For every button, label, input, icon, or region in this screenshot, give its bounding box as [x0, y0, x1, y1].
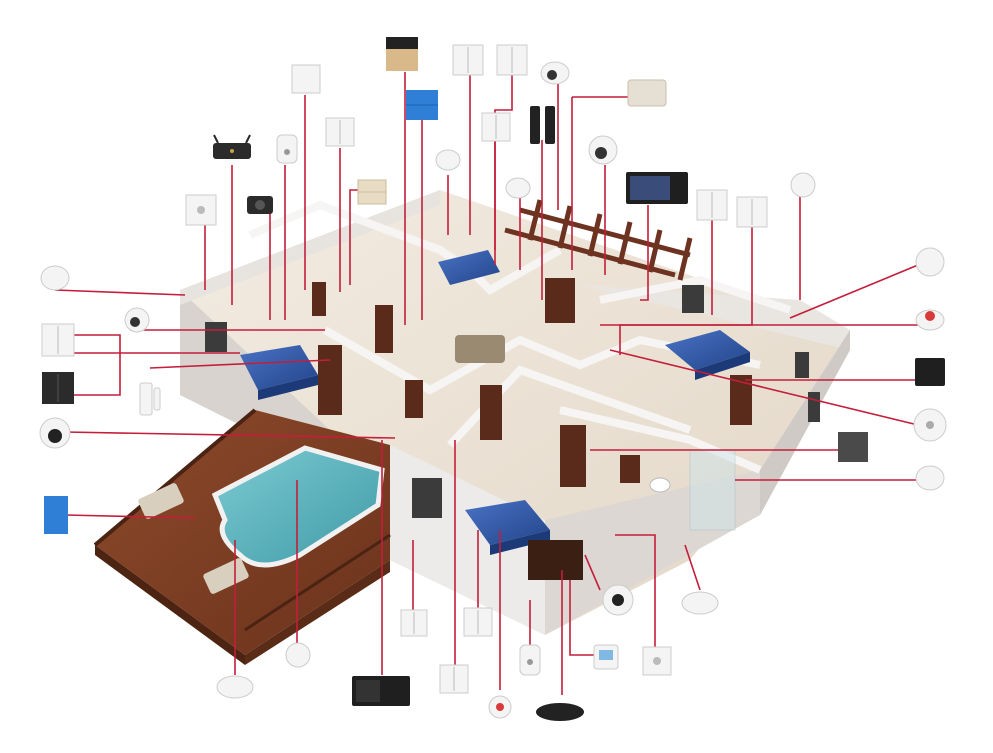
double-switch-icon[interactable] [696, 189, 728, 221]
pergola [504, 199, 693, 281]
security-camera-icon[interactable] [124, 307, 150, 333]
double-switch-icon[interactable] [400, 609, 428, 637]
double-switch-icon[interactable] [325, 117, 355, 147]
door [545, 278, 575, 323]
double-switch-icon[interactable] [496, 44, 528, 76]
double-switch-icon[interactable] [41, 323, 75, 357]
double-switch-icon[interactable] [736, 196, 768, 228]
wall-socket-icon[interactable] [642, 646, 672, 676]
vanity [620, 455, 640, 483]
interior-wall-5 [599, 275, 792, 314]
door [405, 380, 423, 418]
wall-socket-icon[interactable] [185, 194, 217, 226]
water-leak-sensor-icon[interactable] [681, 591, 719, 615]
double-switch-icon[interactable] [481, 112, 511, 142]
door-sensor-icon[interactable] [915, 247, 945, 277]
smart-plug-icon[interactable] [276, 134, 298, 164]
emergency-button-icon[interactable] [488, 695, 512, 719]
double-switch-icon[interactable] [439, 664, 469, 694]
door-sensor-icon[interactable] [139, 382, 161, 416]
bed [240, 345, 318, 400]
door [312, 282, 326, 316]
north-wall [180, 190, 440, 305]
wifi-router-icon[interactable] [213, 134, 251, 159]
pool [211, 445, 385, 568]
curtain-panel-icon[interactable] [357, 179, 387, 205]
bed [665, 330, 750, 380]
smart-lock-icon[interactable] [530, 106, 555, 144]
door [318, 345, 342, 415]
shower-glass [689, 449, 736, 531]
cabinet [528, 540, 583, 580]
robot-vacuum-icon[interactable] [536, 703, 584, 721]
toilet [649, 477, 671, 493]
motion-sensor-icon[interactable] [40, 265, 70, 291]
house-model [180, 190, 850, 635]
motion-sensor-icon[interactable] [505, 177, 531, 199]
smoke-alarm-icon[interactable] [602, 584, 634, 616]
dark-switch-icon[interactable] [838, 432, 868, 462]
blue-panel-icon[interactable] [406, 90, 438, 120]
door [480, 385, 502, 440]
window [808, 392, 820, 422]
motion-sensor-icon[interactable] [435, 149, 461, 171]
blue-panel-icon[interactable] [44, 496, 68, 534]
single-switch-icon[interactable] [291, 64, 321, 94]
smart-plug-icon[interactable] [519, 644, 541, 676]
dome-camera-icon[interactable] [588, 135, 618, 165]
door [560, 425, 586, 487]
door [375, 305, 393, 353]
security-camera-icon[interactable] [540, 61, 570, 85]
window [205, 322, 227, 352]
double-switch-icon[interactable] [452, 44, 484, 76]
connector-lines [54, 72, 919, 695]
thermostat-icon[interactable] [913, 408, 947, 442]
touch-screen-panel-icon[interactable] [915, 358, 945, 386]
thermostat-icon[interactable] [593, 644, 619, 670]
touch-screen-panel-icon[interactable] [626, 172, 688, 204]
motion-sensor-icon[interactable] [790, 172, 816, 198]
deck-railing [93, 408, 257, 547]
sofa [455, 335, 505, 363]
lounge-chair [203, 558, 249, 594]
lounge-chair [138, 483, 184, 519]
interior-wall-4 [559, 406, 762, 474]
dark-switch-icon[interactable] [42, 372, 74, 404]
bed [465, 500, 550, 555]
double-switch-icon[interactable] [463, 607, 493, 637]
window [682, 285, 704, 313]
east-outer-wall [760, 330, 850, 515]
bed [438, 250, 500, 285]
window [412, 478, 442, 518]
touch-screen-panel-icon[interactable] [352, 676, 410, 706]
motion-sensor-icon[interactable] [915, 465, 945, 491]
dome-camera-icon[interactable] [39, 417, 71, 449]
gateway-hub-icon[interactable] [627, 79, 667, 107]
security-camera-icon[interactable] [247, 196, 273, 214]
smoke-alarm-icon[interactable] [915, 309, 945, 331]
window [795, 352, 809, 378]
motion-sensor-icon[interactable] [285, 642, 311, 668]
deck-railing-2 [244, 533, 391, 632]
deck [93, 408, 391, 665]
curtain-panel-icon[interactable] [386, 37, 418, 71]
water-leak-sensor-icon[interactable] [216, 675, 254, 699]
door [730, 375, 752, 425]
